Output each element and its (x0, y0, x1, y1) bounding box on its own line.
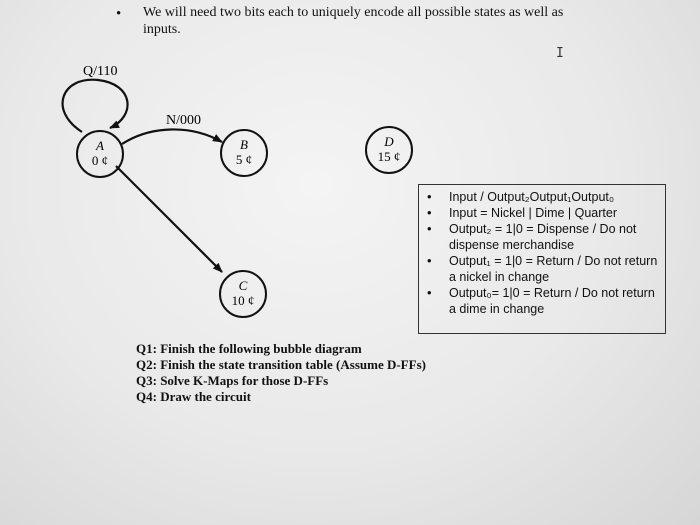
intro-bullet: • (116, 6, 122, 22)
question-item: Q3: Solve K-Maps for those D-FFs (136, 373, 329, 388)
question-list: Q1: Finish the following bubble diagram … (136, 341, 426, 405)
text-cursor-icon: I (556, 46, 564, 61)
state-d-value: 15 ¢ (378, 149, 401, 164)
state-b-name: B (240, 137, 248, 152)
transition-a-a-arrow (61, 78, 129, 133)
question-item: Q4: Draw the circuit (136, 389, 251, 404)
state-b: B 5 ¢ (220, 129, 268, 177)
state-c-name: C (239, 278, 248, 293)
state-c-value: 10 ¢ (232, 293, 255, 308)
question-item: Q2: Finish the state transition table (A… (136, 357, 426, 372)
legend-item: Input = Nickel | Dime | Quarter (427, 205, 659, 221)
state-a-value: 0 ¢ (92, 153, 108, 168)
state-a-name: A (95, 138, 104, 153)
transition-a-c-arrow (115, 165, 223, 273)
legend-item: Output₂ = 1|0 = Dispense / Do not dispen… (427, 221, 659, 253)
legend-item: Output₀= 1|0 = Return / Do not return a … (427, 285, 659, 317)
legend-item: Output₁ = 1|0 = Return / Do not return a… (427, 253, 659, 285)
state-d: D 15 ¢ (365, 126, 413, 174)
transition-a-b-label: N/000 (166, 113, 201, 128)
transition-a-a-label: Q/110 (83, 64, 117, 79)
question-item: Q1: Finish the following bubble diagram (136, 341, 362, 356)
intro-text: We will need two bits each to uniquely e… (143, 5, 564, 37)
transition-a-b-arrow (121, 128, 223, 145)
state-b-value: 5 ¢ (236, 152, 252, 167)
state-c: C 10 ¢ (219, 270, 267, 318)
state-a: A 0 ¢ (76, 130, 124, 178)
legend-item: Input / Output₂Output₁Output₀ (427, 189, 659, 205)
legend-box: Input / Output₂Output₁Output₀ Input = Ni… (418, 184, 666, 334)
state-d-name: D (383, 134, 394, 149)
